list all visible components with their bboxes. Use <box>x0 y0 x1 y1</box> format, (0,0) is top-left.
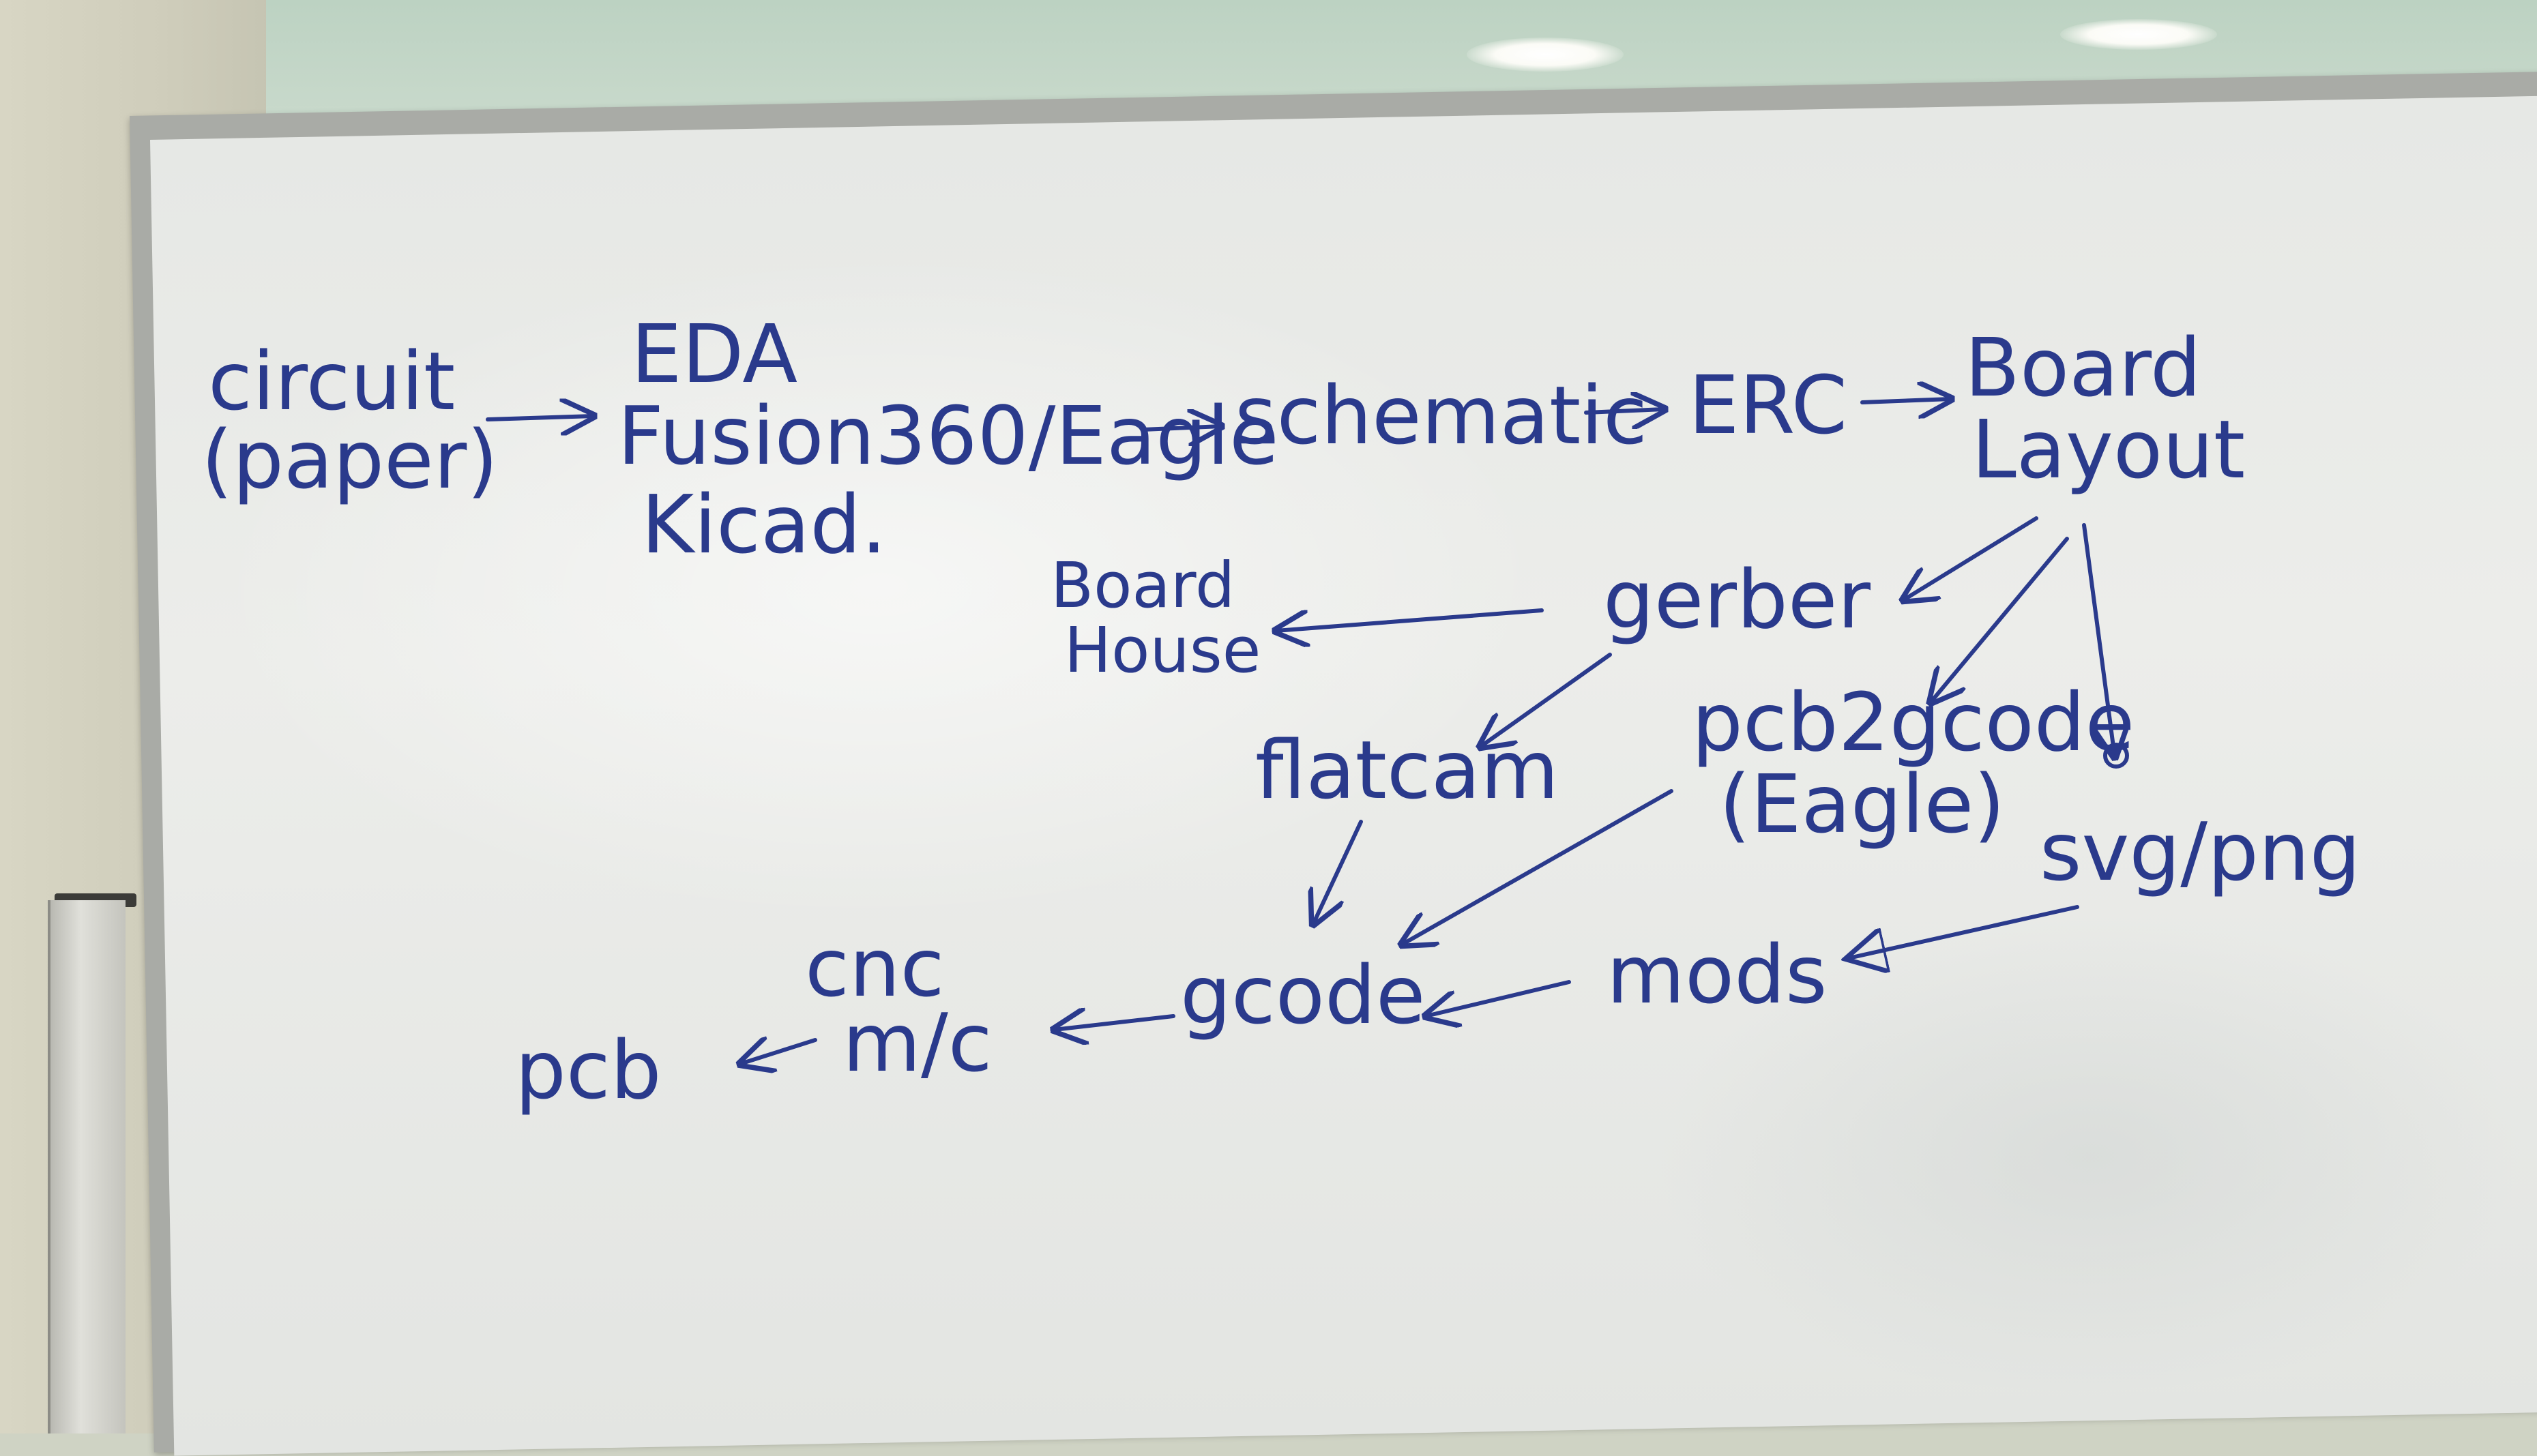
arrow-gerber-to-board-house <box>1276 608 1544 631</box>
arrow-circuit-to-eda <box>486 416 593 419</box>
arrow-gerber-to-flatcam <box>1480 653 1612 747</box>
node-fusion-eagle: Fusion360/Eagle <box>617 389 1279 483</box>
node-paper: (paper) <box>201 413 498 507</box>
node-svg-png: svg/png <box>2040 805 2361 899</box>
arrow-mods-to-gcode <box>1426 980 1571 1016</box>
ceiling-light-right <box>2060 19 2217 50</box>
node-layout: Layout <box>1971 402 2245 496</box>
node-board-house-2: House <box>1064 614 1261 687</box>
node-eagle-paren: (Eagle) <box>1719 757 2005 851</box>
arrow-layout-to-svg <box>2082 523 2115 757</box>
node-pcb: pcb <box>515 1023 662 1117</box>
arrow-pcb2gcode-to-gcode <box>1402 789 1673 945</box>
node-mods: mods <box>1607 927 1828 1022</box>
arrow-cnc-to-pcb <box>740 1040 817 1064</box>
arrow-schematic-to-erc <box>1584 409 1665 413</box>
node-gerber: gerber <box>1603 552 1871 647</box>
marker-tray <box>48 900 126 1433</box>
node-schematic: schematic <box>1235 368 1647 462</box>
arrow-gcode-to-cnc <box>1054 1016 1175 1030</box>
node-board-house-1: Board <box>1051 549 1235 622</box>
node-kicad: Kicad. <box>641 477 887 571</box>
node-board: Board <box>1965 321 2201 415</box>
arrow-svg-to-mods <box>1849 905 2079 958</box>
ceiling-light-left <box>1467 38 1624 72</box>
node-mc: m/c <box>842 996 993 1090</box>
node-erc: ERC <box>1688 358 1847 452</box>
node-pcb2gcode: pcb2gcode <box>1692 675 2135 769</box>
arrow-svg-tail <box>2103 743 2129 769</box>
arrow-flatcam-to-gcode <box>1313 820 1363 924</box>
node-cnc: cnc <box>805 921 945 1015</box>
arrow-layout-to-pcb2gcode <box>1931 537 2069 702</box>
arrow-eda-to-schematic <box>1141 426 1221 430</box>
arrow-erc-to-board <box>1860 399 1951 402</box>
node-flatcam: flatcam <box>1255 723 1559 817</box>
arrow-layout-to-gerber <box>1903 516 2038 600</box>
node-gcode: gcode <box>1180 948 1425 1042</box>
node-eda: EDA <box>631 307 797 401</box>
node-circuit: circuit <box>208 334 455 428</box>
